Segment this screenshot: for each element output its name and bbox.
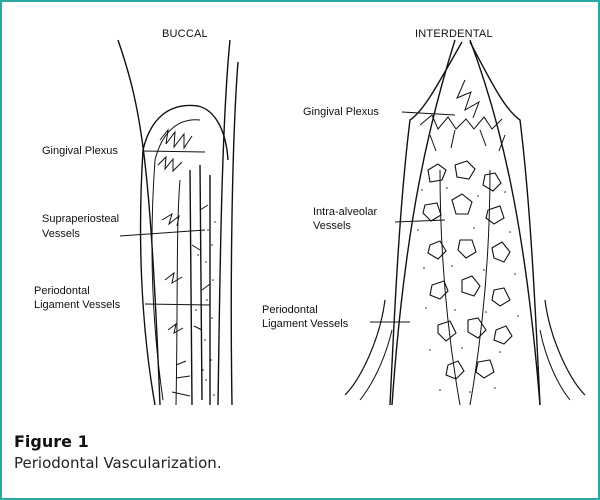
leader-buccal-supraperiosteal — [120, 230, 205, 236]
buccal-gingiva-inner — [152, 120, 200, 400]
buccal-tooth-inner — [218, 40, 230, 405]
buccal-bone-stipple — [195, 221, 216, 396]
figure-caption: Periodontal Vascularization. — [14, 454, 222, 472]
buccal-pdl-label: Periodontal — [34, 285, 90, 298]
buccal-pdl-label-line2: Ligament Vessels — [34, 299, 120, 312]
buccal-supraperiosteal-label-line2: Vessels — [42, 228, 80, 241]
interdental-illustration — [345, 40, 585, 405]
interdental-header: INTERDENTAL — [415, 28, 493, 41]
interdental-bone-trabeculae — [423, 161, 512, 379]
interdental-papilla-right — [470, 42, 540, 405]
interdental-left-tooth — [392, 40, 455, 405]
interdental-gingival-plexus-label: Gingival Plexus — [303, 106, 379, 119]
interdental-intra-alveolar-label-line2: Vessels — [313, 220, 351, 233]
buccal-gingiva-outline — [141, 105, 228, 405]
buccal-illustration — [118, 40, 238, 405]
leader-buccal-gingival-plexus — [143, 151, 205, 152]
buccal-tooth-outline — [118, 40, 160, 405]
figure-title: Figure 1 — [14, 432, 89, 451]
leader-lines — [120, 112, 455, 322]
leader-interdental-gingival-plexus — [402, 112, 455, 115]
interdental-pdl-label: Periodontal — [262, 304, 318, 317]
interdental-pdl-label-line2: Ligament Vessels — [262, 318, 348, 331]
buccal-header: BUCCAL — [162, 28, 208, 41]
buccal-root-surface — [231, 62, 238, 405]
buccal-gingival-plexus-label: Gingival Plexus — [42, 145, 118, 158]
interdental-intra-alveolar-label: Intra-alveolar — [313, 206, 377, 219]
leader-interdental-intra-alveolar — [395, 220, 445, 222]
buccal-supraperiosteal-label: Supraperiosteal — [42, 213, 119, 226]
